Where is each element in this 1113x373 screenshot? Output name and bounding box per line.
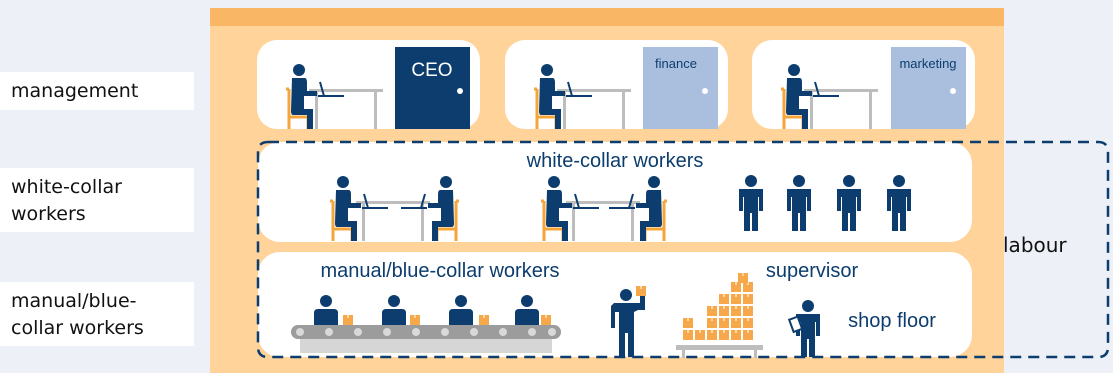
box-stack (676, 273, 763, 358)
building-roof (210, 8, 1004, 26)
carrying-worker-icon (611, 286, 646, 357)
supervisor-icon (787, 300, 820, 357)
label-manual-line1: manual/blue- (11, 290, 137, 312)
office-finance: finance (505, 40, 728, 131)
white-collar-title: white-collar workers (526, 150, 704, 172)
label-white-collar-line1: white-collar (11, 176, 122, 198)
ceo-door-label: CEO (411, 60, 452, 81)
finance-door-label: finance (655, 56, 697, 71)
shop-floor-label: shop floor (848, 310, 936, 332)
label-manual-workers: manual/blue- collar workers (0, 282, 194, 346)
label-management-text: management (11, 80, 139, 102)
label-white-collar-workers: white-collar workers (0, 168, 194, 232)
label-white-collar-line2: workers (11, 203, 86, 225)
marketing-door-label: marketing (899, 56, 956, 71)
ceo-door (395, 47, 470, 129)
office-ceo: CEO (257, 40, 480, 131)
manual-title: manual/blue-collar workers (321, 260, 560, 282)
manual-floor: manual/blue-collar workers supervisor sh… (258, 252, 972, 358)
label-management: management (0, 72, 194, 110)
label-manual-line2: collar workers (11, 317, 144, 339)
labour-label: labour (1003, 233, 1067, 257)
finance-door (643, 47, 718, 129)
supervisor-label: supervisor (766, 260, 859, 282)
marketing-door (891, 47, 966, 129)
office-marketing: marketing (752, 40, 975, 131)
conveyor-belt (291, 325, 561, 353)
white-collar-floor: white-collar workers (258, 142, 972, 243)
